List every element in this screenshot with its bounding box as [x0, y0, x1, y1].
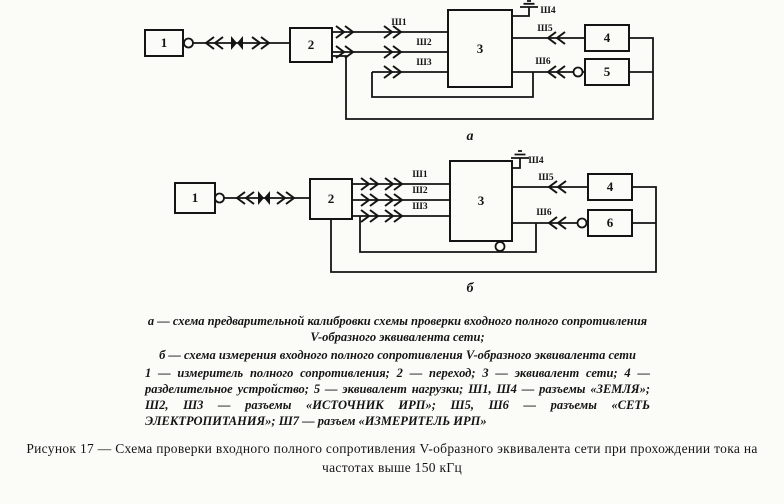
block-2 — [309, 178, 353, 220]
block-2 — [289, 27, 333, 63]
connector-circle-icon — [183, 37, 194, 49]
connector-label-sh4: Ш4 — [528, 156, 543, 166]
connector-label-sh5: Ш5 — [538, 173, 553, 183]
block-1-label: 1 — [161, 35, 168, 50]
block-6 — [587, 209, 633, 237]
connector-label-sh4: Ш4 — [540, 6, 555, 16]
block-2-label: 2 — [328, 191, 335, 206]
legend-item-numbers: 1 — измеритель полного сопротивления; 2 … — [145, 366, 650, 428]
block-3 — [449, 160, 513, 242]
connector-circle-icon — [214, 192, 225, 204]
block-5 — [584, 58, 630, 86]
connector-label-sh2: Ш2 — [416, 38, 431, 48]
block-1 — [174, 182, 216, 214]
connector-label-sh5: Ш5 — [537, 24, 552, 34]
connector-circle-icon — [494, 241, 506, 252]
connector-label-sh3: Ш3 — [412, 202, 427, 212]
connector-label-sh3: Ш3 — [416, 58, 431, 68]
figure-legend: а — схема предварительной калибровки схе… — [145, 313, 650, 429]
connector-circle-icon — [576, 217, 588, 229]
block-3-label: 3 — [478, 193, 485, 208]
subfigure-a-label: а — [467, 129, 474, 144]
diagram-a: 1 2 3 4 5 Ш1 Ш2 Ш3 Ш4 Ш5 Ш6 а — [144, 0, 654, 144]
bowtie-connector-icon — [258, 191, 270, 205]
legend-item-a: а — схема предварительной калибровки схе… — [147, 314, 648, 344]
block-4-label: 4 — [604, 30, 611, 45]
connector-label-sh6: Ш6 — [535, 57, 550, 67]
ground-icon — [511, 150, 529, 169]
connector-circle-icon — [572, 66, 584, 78]
connector-label-sh1: Ш1 — [412, 170, 427, 180]
bowtie-connector-icon — [231, 36, 243, 50]
connector-label-sh2: Ш2 — [412, 186, 427, 196]
block-4 — [587, 173, 633, 201]
block-4-label: 4 — [607, 179, 614, 194]
subfigure-b-label: б — [467, 281, 475, 296]
block-3-label: 3 — [477, 41, 484, 56]
block-1-label: 1 — [192, 190, 199, 205]
block-5-label: 5 — [604, 64, 611, 79]
block-1 — [144, 29, 184, 57]
block-4 — [584, 24, 630, 52]
connector-label-sh1: Ш1 — [391, 18, 406, 28]
figure-caption: Рисунок 17 — Схема проверки входного пол… — [26, 441, 758, 475]
legend-item-b: б — схема измерения входного полного соп… — [159, 348, 636, 362]
ground-icon — [512, 0, 538, 17]
block-2-label: 2 — [308, 37, 315, 52]
connector-label-sh6: Ш6 — [536, 208, 551, 218]
diagram-b: 1 2 3 4 6 Ш1 Ш2 Ш3 Ш4 Ш5 Ш6 б — [174, 150, 657, 296]
block-6-label: 6 — [607, 215, 614, 230]
block-3 — [447, 9, 513, 88]
